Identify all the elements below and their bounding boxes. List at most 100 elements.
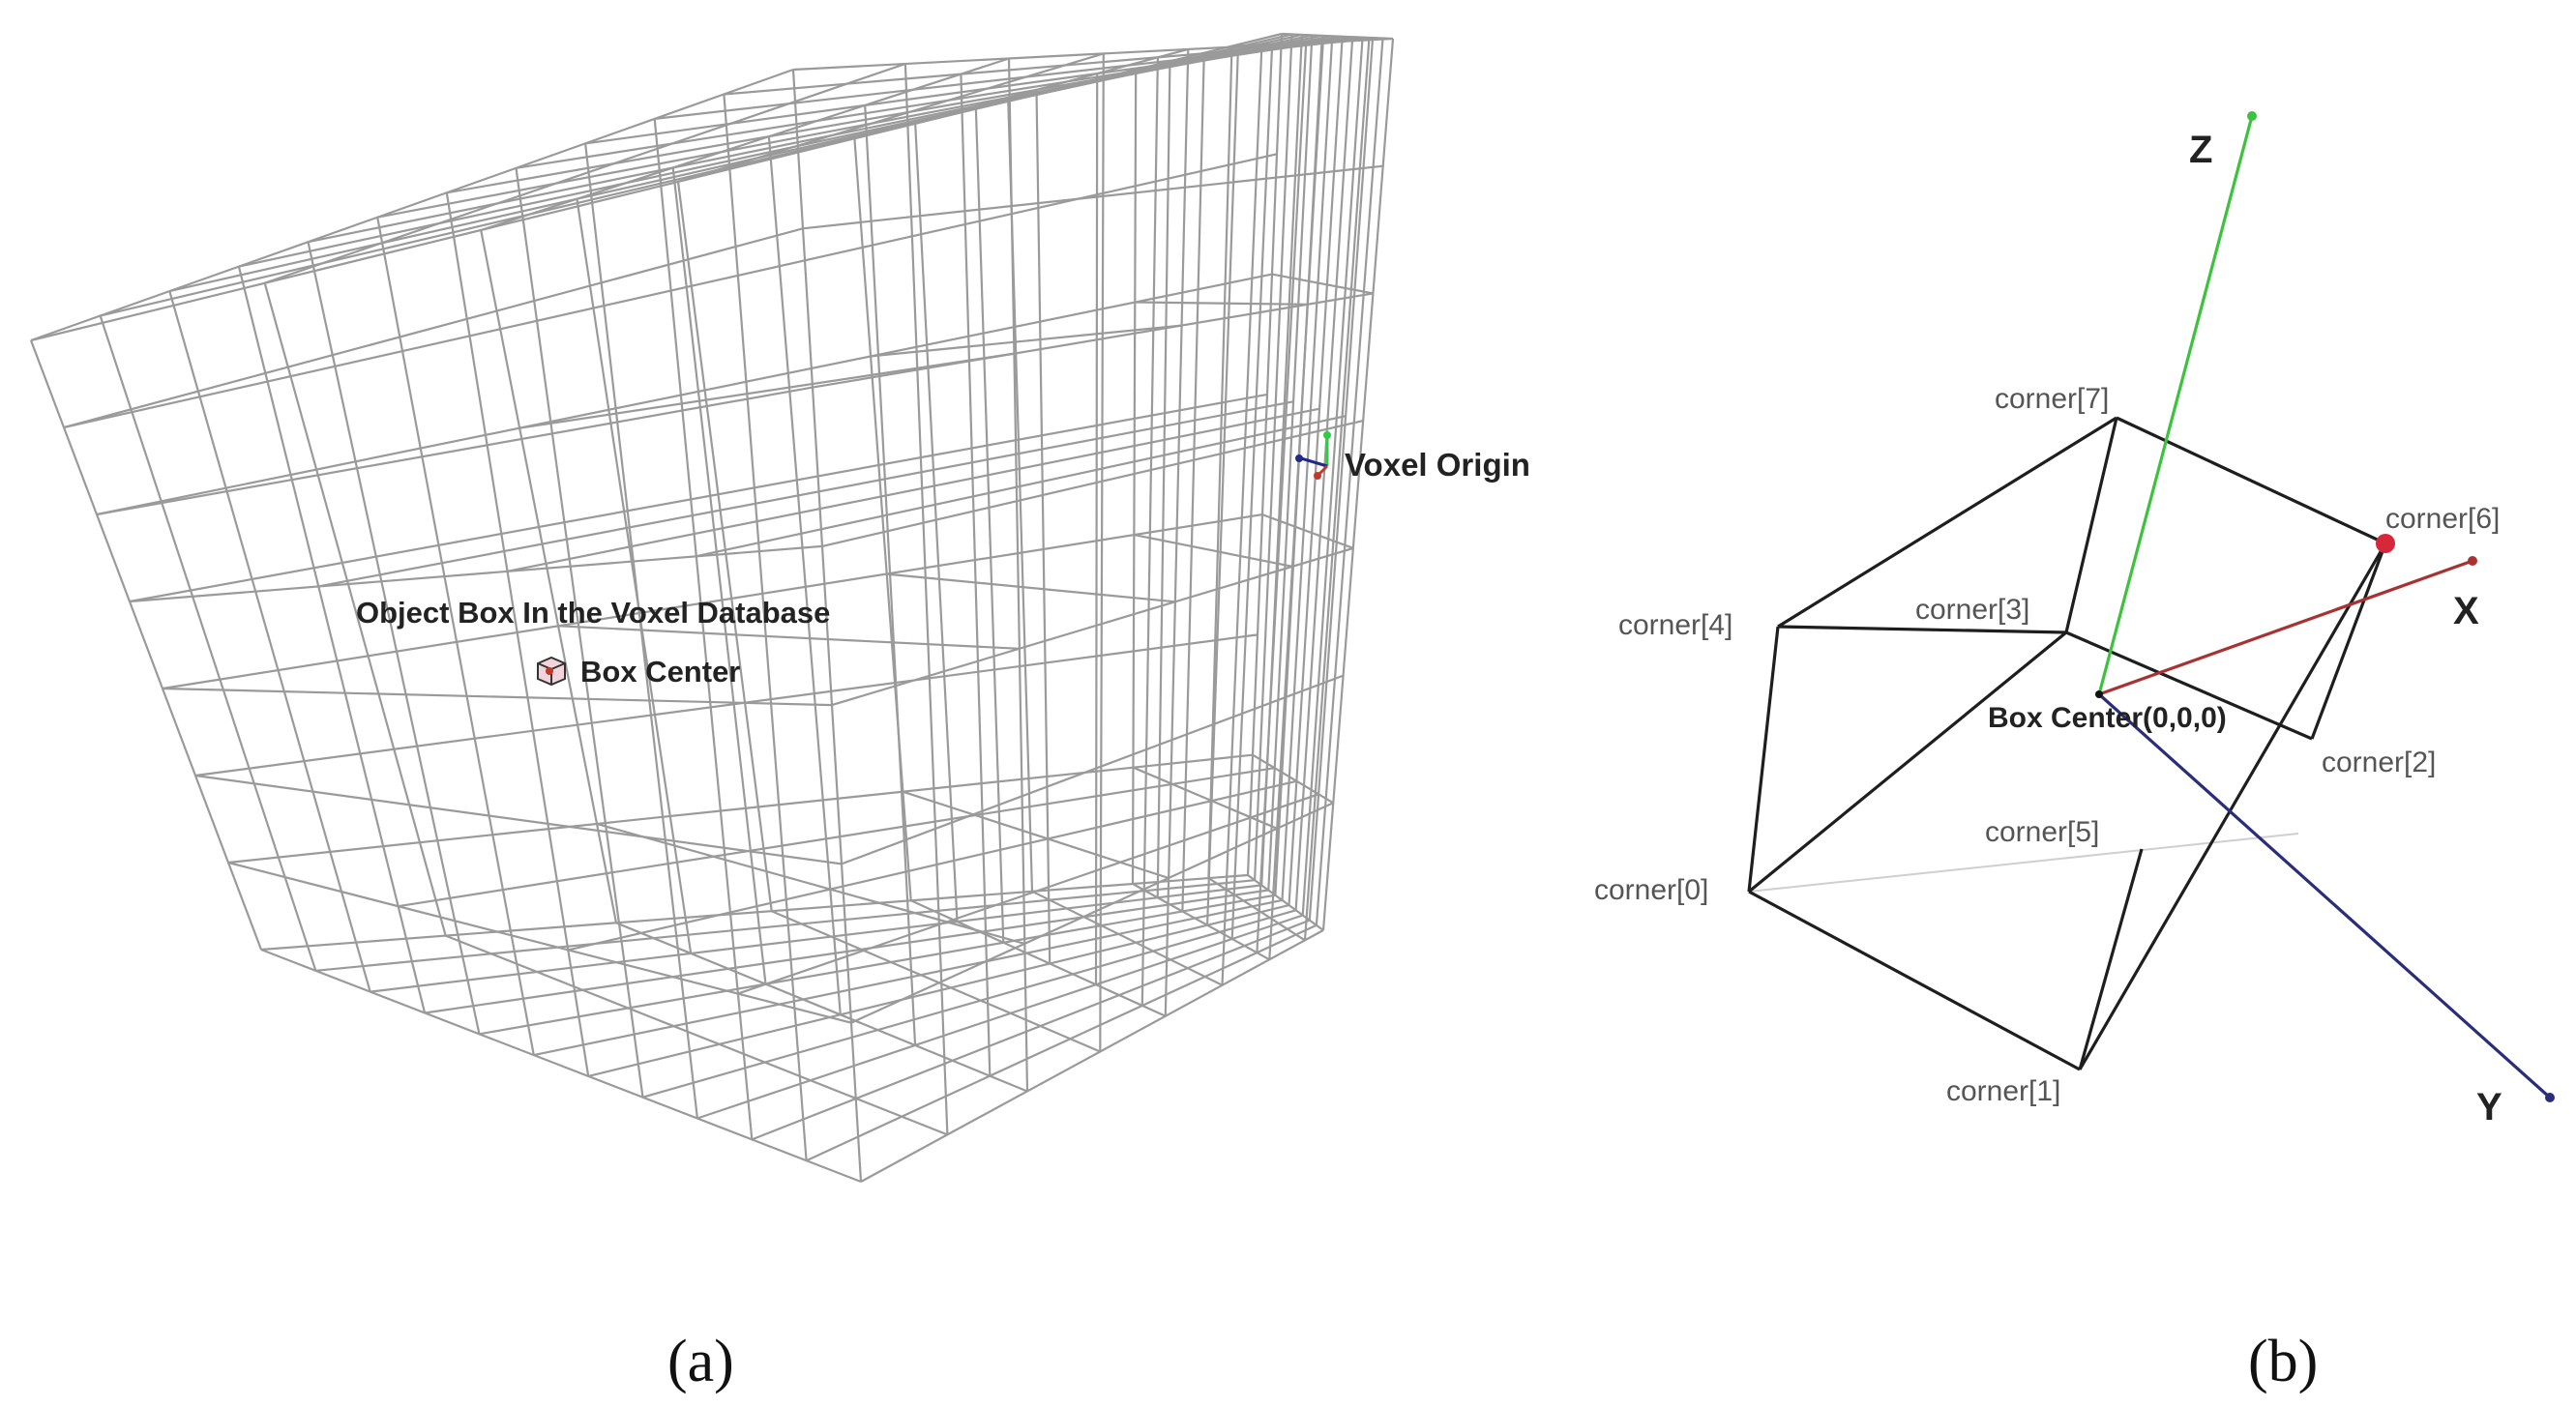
grid-line-y bbox=[237, 266, 427, 1013]
grid-line-x bbox=[480, 57, 1010, 232]
corner-4-label: corner[4] bbox=[1618, 609, 1732, 641]
panel-b-box-corners: Z X Y corner[0] corner[1] corner[2] corn… bbox=[1594, 111, 2555, 1394]
corner-7-label: corner[7] bbox=[1995, 383, 2109, 415]
corner-0-label: corner[0] bbox=[1594, 874, 1708, 906]
grid-line-z bbox=[424, 889, 1269, 1014]
grid-line-y bbox=[1099, 53, 1105, 1052]
grid-line-x bbox=[902, 790, 1170, 880]
grid-line-y bbox=[1315, 38, 1384, 925]
box-edge-hidden bbox=[1748, 833, 2299, 893]
grid-line-x bbox=[518, 352, 1015, 429]
grid-line-z bbox=[696, 914, 1304, 1120]
panel-b-caption: (b) bbox=[2248, 1329, 2318, 1394]
voxel-origin-axes-icon bbox=[1295, 431, 1331, 480]
grid-line-y bbox=[1007, 101, 1034, 892]
panel-a-voxel-grid: Voxel Origin Object Box In the Voxel Dat… bbox=[29, 32, 1530, 1394]
grid-line-y bbox=[1094, 73, 1099, 985]
grid-line-y bbox=[480, 229, 618, 923]
corner-6-marker bbox=[2376, 534, 2395, 553]
grid-line-x bbox=[596, 822, 1025, 945]
grid-line-y bbox=[1156, 64, 1171, 898]
box-edge-7-6 bbox=[2116, 416, 2386, 545]
grid-line-y bbox=[1301, 37, 1364, 916]
corner-6-label: corner[6] bbox=[2385, 503, 2500, 535]
grid-line-x bbox=[1135, 301, 1308, 306]
grid-line-z bbox=[162, 513, 1263, 690]
box-edge-0-1 bbox=[1748, 890, 2081, 1071]
grid-line-z bbox=[821, 420, 1364, 547]
grid-line-z bbox=[812, 292, 1374, 389]
voxel-origin-label: Voxel Origin bbox=[1345, 447, 1530, 483]
box-center-origin-label: Box Center(0,0,0) bbox=[1988, 702, 2227, 734]
grid-line-z bbox=[568, 779, 1297, 952]
grid-line-x bbox=[63, 227, 804, 429]
grid-line-y bbox=[1274, 35, 1323, 895]
grid-line-z bbox=[260, 873, 1249, 952]
grid-line-z bbox=[194, 633, 1258, 777]
grid-line-y bbox=[1246, 33, 1284, 876]
object-box-wireframe bbox=[1747, 416, 2387, 1071]
y-axis-line bbox=[2097, 692, 2552, 1099]
grid-line-z bbox=[654, 37, 1374, 120]
grid-line-z bbox=[398, 767, 1275, 908]
grid-line-y bbox=[576, 198, 693, 954]
grid-line-y bbox=[1321, 38, 1395, 931]
grid-line-x bbox=[615, 922, 1028, 1093]
z-axis-line bbox=[2097, 115, 2254, 695]
corner-1-label: corner[1] bbox=[1946, 1075, 2060, 1107]
box-center-axes bbox=[2095, 111, 2555, 1102]
grid-line-x bbox=[260, 948, 862, 1184]
grid-line-z bbox=[696, 415, 1347, 558]
grid-line-y bbox=[1303, 40, 1371, 941]
grid-line-y bbox=[1308, 38, 1375, 921]
grid-line-z bbox=[802, 164, 1383, 230]
y-axis-tip bbox=[2545, 1093, 2555, 1102]
grid-line-y bbox=[1164, 48, 1190, 1016]
grid-line-x bbox=[445, 934, 948, 1136]
grid-line-z bbox=[850, 802, 1334, 1024]
grid-line-y bbox=[853, 138, 912, 901]
panel-a-caption: (a) bbox=[667, 1329, 734, 1394]
z-axis-tip bbox=[2247, 111, 2257, 121]
grid-line-x bbox=[1261, 513, 1354, 549]
grid-line-x bbox=[1252, 753, 1334, 805]
grid-line-y bbox=[168, 290, 371, 992]
y-axis-label: Y bbox=[2476, 1086, 2502, 1129]
grid-line-z bbox=[479, 894, 1276, 1036]
corner-3-label: corner[3] bbox=[1915, 594, 2029, 626]
grid-line-x bbox=[129, 544, 823, 603]
grid-line-y bbox=[974, 105, 1005, 943]
corner-2-label: corner[2] bbox=[2322, 747, 2436, 778]
grid-line-y bbox=[1035, 89, 1051, 964]
grid-line-y bbox=[671, 167, 767, 984]
grid-line-x bbox=[1031, 890, 1223, 986]
grid-line-z bbox=[831, 546, 1354, 707]
grid-line-y bbox=[1221, 44, 1263, 985]
grid-line-z bbox=[587, 904, 1289, 1077]
box-edge-3-2 bbox=[2065, 630, 2313, 741]
box-edge-1-5 bbox=[2078, 848, 2144, 1070]
grid-line-z bbox=[841, 674, 1344, 865]
grid-line-y bbox=[1206, 54, 1239, 925]
grid-line-x bbox=[162, 687, 833, 707]
grid-line-z bbox=[318, 400, 1294, 588]
z-axis-label: Z bbox=[2189, 129, 2212, 171]
grid-line-x bbox=[1134, 534, 1293, 568]
grid-line-y bbox=[791, 69, 863, 1183]
box-edge-6-2 bbox=[2310, 542, 2387, 740]
box-edge-4-7 bbox=[1777, 416, 2117, 629]
grid-line-y bbox=[903, 63, 949, 1135]
grid-line-y bbox=[676, 181, 773, 912]
grid-line-x bbox=[30, 68, 794, 342]
grid-line-y bbox=[1288, 36, 1344, 906]
grid-line-z bbox=[533, 898, 1283, 1057]
grid-line-y bbox=[723, 94, 808, 1161]
grid-line-y bbox=[1181, 59, 1205, 912]
grid-line-y bbox=[1131, 69, 1138, 885]
grid-line-y bbox=[864, 104, 917, 1046]
box-center-point bbox=[2095, 690, 2103, 698]
grid-line-x bbox=[96, 386, 814, 516]
grid-line-z bbox=[806, 923, 1318, 1162]
grid-line-z bbox=[129, 393, 1268, 603]
